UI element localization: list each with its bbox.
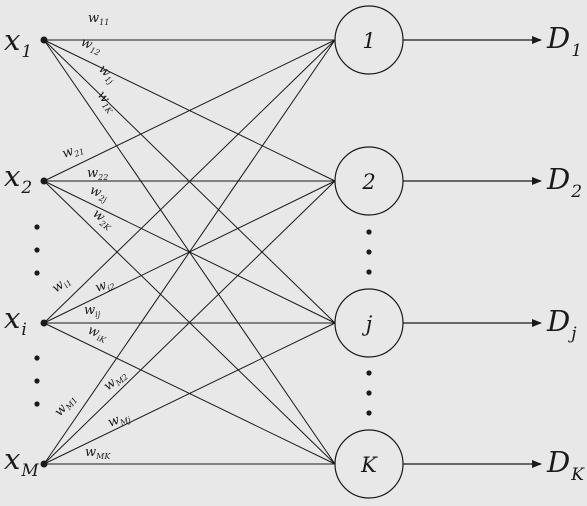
- connection-line-M-j: [43, 322, 336, 465]
- node-label-2: 2: [361, 170, 375, 194]
- node-ellipsis-lower-dot-3: [366, 410, 372, 416]
- input-ellipsis-lower-dot-1: [34, 355, 40, 361]
- input-dot-1: [40, 36, 48, 44]
- node-ellipsis-upper-dot-3: [366, 269, 372, 275]
- input-dot-i: [40, 319, 48, 327]
- weight-label-21: w21: [60, 140, 86, 162]
- node-ellipsis-upper-dot-1: [366, 229, 372, 235]
- weight-label-1j: w1j: [95, 62, 120, 87]
- input-ellipsis-lower-dot-3: [34, 401, 40, 407]
- weight-label-11: w11: [88, 11, 109, 27]
- node-label-1: 1: [362, 29, 375, 53]
- neuron-nodes: [40, 5, 404, 499]
- input-ellipsis-upper-dot-2: [34, 247, 40, 253]
- node-ellipsis-lower-dot-2: [366, 390, 372, 396]
- ellipsis-dots: [34, 224, 372, 416]
- output-label-2: D2: [546, 162, 582, 202]
- weight-label-2K: w2K: [89, 206, 117, 233]
- weight-label-i1: wi1: [49, 273, 74, 297]
- input-dot-M: [40, 460, 48, 468]
- weight-label-M1: wM1: [52, 391, 80, 420]
- connection-line-M-1: [43, 39, 336, 465]
- weight-label-MK: wMK: [85, 445, 111, 461]
- weight-label-M2: wM2: [101, 367, 130, 395]
- weight-label-1K: w1K: [93, 88, 120, 116]
- weight-label-i2: wi2: [93, 275, 116, 296]
- weight-label-12: w12: [78, 35, 104, 58]
- weight-label-ij: wij: [84, 303, 101, 319]
- node-label-j: j: [362, 312, 373, 336]
- input-label-2: x2: [4, 159, 32, 198]
- output-arrows: [403, 36, 542, 468]
- connection-lines: [43, 39, 336, 465]
- weight-label-iK: wiK: [85, 323, 110, 346]
- node-ellipsis-lower-dot-1: [366, 370, 372, 376]
- input-label-1: x1: [4, 23, 32, 62]
- connection-line-2-1: [43, 39, 336, 182]
- input-ellipsis-upper-dot-1: [34, 224, 40, 230]
- weight-label-2j: w2j: [87, 183, 111, 205]
- output-label-j: Dj: [546, 304, 577, 344]
- weight-label-22: w22: [87, 166, 108, 182]
- node-ellipsis-upper-dot-2: [366, 249, 372, 255]
- output-label-K: DK: [546, 445, 585, 485]
- weight-label-Mj: wMj: [106, 408, 133, 431]
- output-label-1: D1: [546, 21, 582, 61]
- input-dot-2: [40, 177, 48, 185]
- input-ellipsis-upper-dot-3: [34, 270, 40, 276]
- weight-labels: w11 w12 w1j w1K w21 w22 w2j w2K wi1 wi2 …: [49, 11, 132, 461]
- connection-line-i-1: [43, 39, 336, 324]
- input-label-M: xM: [4, 442, 39, 481]
- node-label-K: K: [360, 453, 378, 477]
- input-ellipsis-lower-dot-2: [34, 378, 40, 384]
- connection-line-M-2: [43, 180, 336, 465]
- input-label-i: xi: [4, 301, 27, 340]
